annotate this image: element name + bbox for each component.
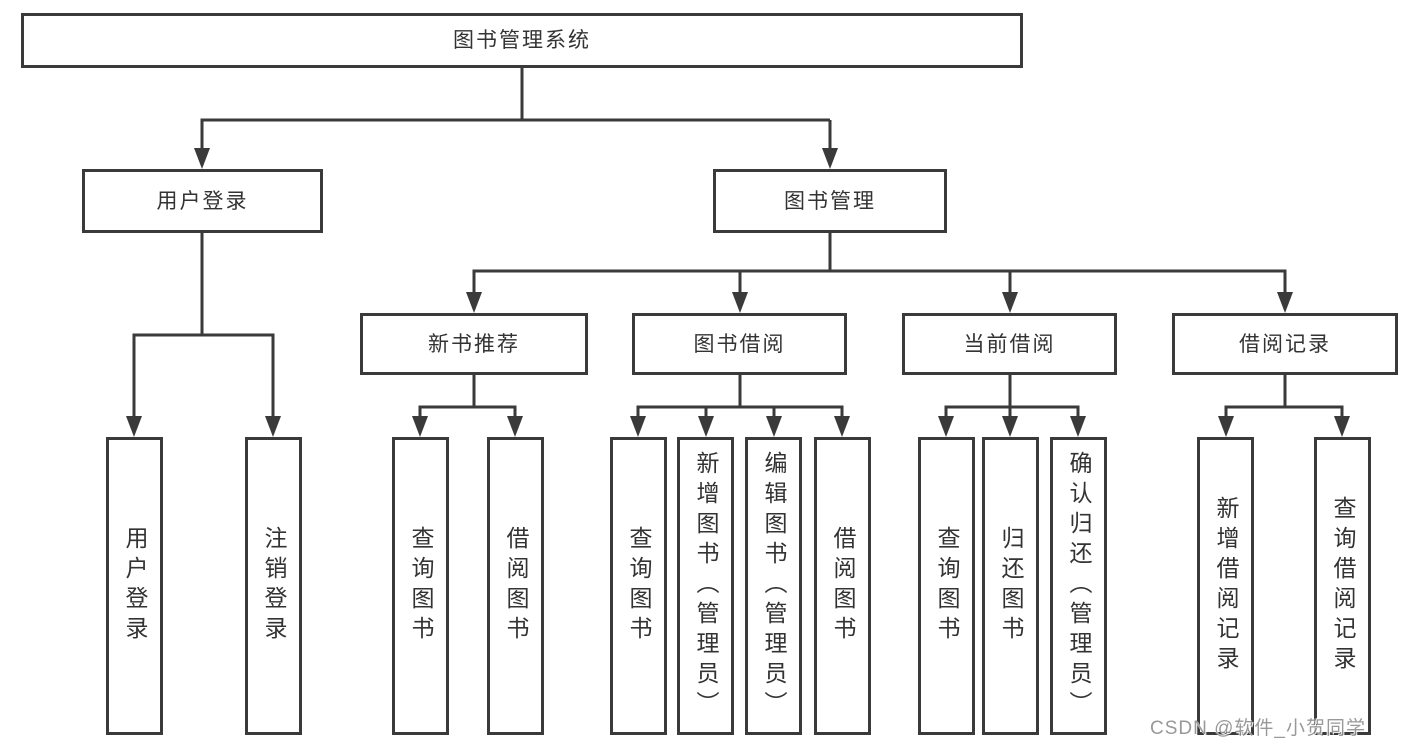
leaf-user-login: 用户登录: [106, 437, 163, 735]
leaf-query-borrow-record: 查询借阅记录: [1314, 437, 1371, 735]
leaf-edit-book-admin: 编辑图书（管理员）: [745, 437, 802, 735]
leaf-confirm-return-admin: 确认归还（管理员）: [1050, 437, 1107, 735]
node-new-book-recommend: 新书推荐: [360, 313, 588, 375]
leaf-return-book: 归还图书: [982, 437, 1039, 735]
node-current-borrow: 当前借阅: [902, 313, 1117, 375]
arrowheads: [126, 148, 1350, 437]
leaf-query-books-recommend: 查询图书: [392, 437, 449, 735]
connector-borrow-records: [1224, 375, 1344, 418]
connector-user-login: [132, 233, 275, 418]
connector-new-book-recommend: [418, 375, 517, 418]
leaf-borrow-books: 借阅图书: [814, 437, 871, 735]
node-book-management: 图书管理: [713, 169, 947, 233]
leaf-add-borrow-record: 新增借阅记录: [1197, 437, 1254, 735]
connector-book-management: [472, 233, 1287, 294]
leaf-query-books-current: 查询图书: [918, 437, 975, 735]
node-root: 图书管理系统: [21, 13, 1023, 68]
node-user-login: 用户登录: [82, 169, 323, 233]
leaf-borrow-books-recommend: 借阅图书: [487, 437, 544, 735]
leaf-add-book-admin: 新增图书（管理员）: [677, 437, 734, 735]
node-borrow-records: 借阅记录: [1172, 313, 1398, 375]
leaf-query-books-borrow: 查询图书: [610, 437, 667, 735]
csdn-watermark: CSDN @软件_小贺同学: [1150, 718, 1366, 739]
connector-root: [200, 68, 832, 150]
leaf-logout: 注销登录: [245, 437, 302, 735]
node-book-borrow: 图书借阅: [632, 313, 847, 375]
connector-current-borrow: [944, 375, 1080, 418]
connector-book-borrow: [636, 375, 844, 418]
